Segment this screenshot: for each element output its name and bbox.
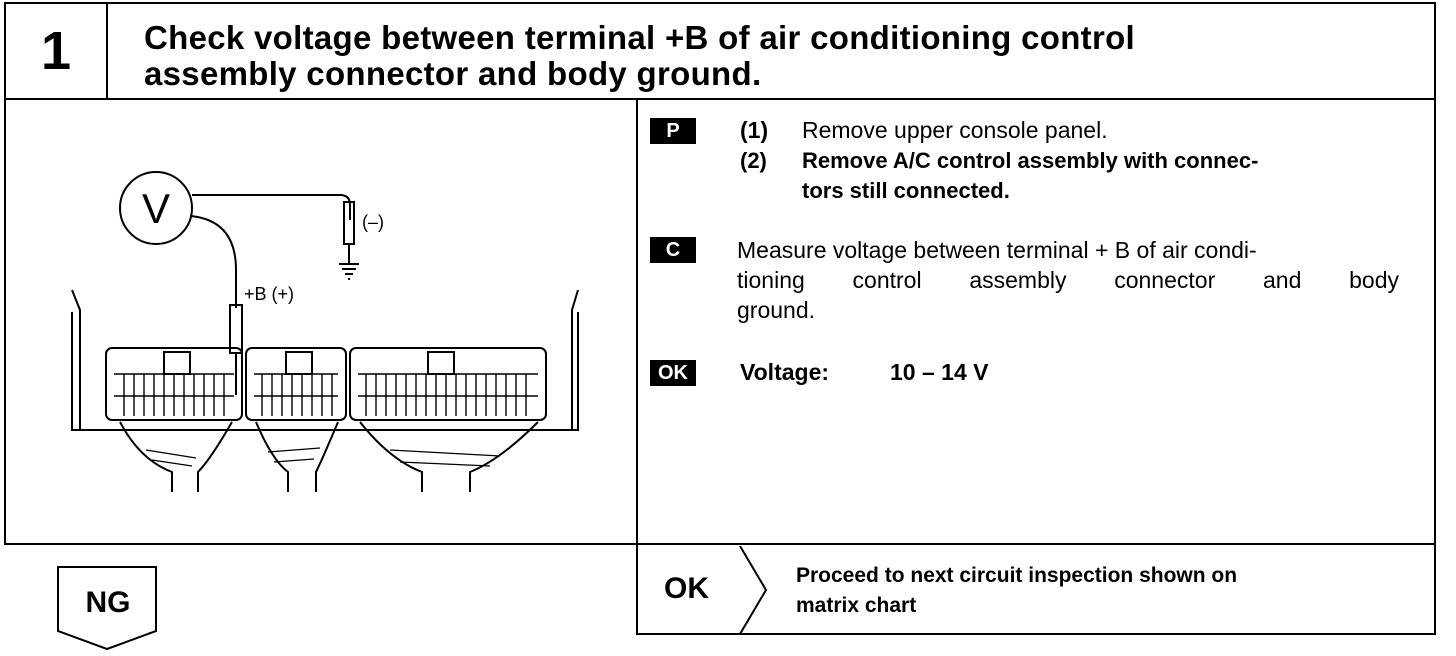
connector-3 (349, 347, 547, 421)
prep-step-2-text-line-1: Remove A/C control assembly with connec- (802, 148, 1259, 173)
ok-spec-badge: OK (650, 360, 696, 386)
ok-action-line-2: matrix chart (796, 594, 917, 617)
spec-value: 10 – 14 V (890, 359, 989, 385)
negative-lead (192, 194, 351, 220)
prep-step-2: (2) Remove A/C control assembly with conn… (740, 146, 1258, 176)
step-header (4, 2, 1436, 100)
body-left-border (4, 100, 6, 544)
ok-action-text: Proceed to next circuit inspection shown… (796, 561, 1237, 621)
check-badge: C (650, 237, 696, 263)
check-text-line-1: Measure voltage between terminal + B of … (737, 237, 1257, 263)
wire-harness-3 (359, 421, 539, 492)
positive-lead (189, 215, 237, 308)
prep-step-1-text: Remove upper console panel. (802, 117, 1108, 143)
positive-terminal-label: +B (+) (244, 284, 294, 304)
ground-symbol (339, 263, 359, 280)
positive-probe (229, 304, 243, 354)
body-bottom-border (4, 543, 1436, 545)
spec-label: Voltage: (740, 359, 830, 385)
ok-action-line-1: Proceed to next circuit inspection shown… (796, 564, 1238, 587)
step-title-line-1: Check voltage between terminal +B of air… (144, 19, 1136, 56)
prep-step-2-continued: tors still connected. (802, 178, 1010, 203)
ng-label: NG (85, 586, 131, 619)
prep-step-2-num: (2) (740, 148, 767, 173)
step-number-divider (106, 2, 108, 100)
check-text-line-3: ground. (737, 297, 816, 323)
ok-arrow-chevron (739, 546, 768, 634)
connector-1 (105, 347, 243, 421)
wire-harness-1 (119, 421, 233, 492)
prep-badge: P (650, 118, 696, 144)
voltmeter-symbol: V (142, 185, 170, 232)
ok-label: OK (664, 572, 709, 605)
prep-step-1: (1) Remove upper console panel. (740, 115, 1108, 145)
ng-result-marker (57, 566, 157, 651)
ok-box-bottom-border (636, 633, 1436, 635)
negative-terminal-label: (–) (362, 212, 384, 232)
step-title-line-2: assembly connector and body ground. (144, 55, 762, 92)
control-assembly-housing (71, 312, 579, 431)
voltmeter-connector-diagram: V (–) +B (+) (71, 171, 579, 492)
body-right-border (1434, 100, 1436, 634)
column-divider (636, 100, 638, 634)
step-number: 1 (40, 21, 72, 81)
step-title: Check voltage between terminal +B of air… (144, 20, 1424, 92)
wire-harness-2 (255, 421, 339, 492)
voltmeter-circle (119, 171, 193, 245)
connector-2 (245, 347, 347, 421)
check-text-line-2: tioning control assembly connector and b… (737, 267, 1399, 293)
prep-step-1-num: (1) (740, 117, 769, 143)
